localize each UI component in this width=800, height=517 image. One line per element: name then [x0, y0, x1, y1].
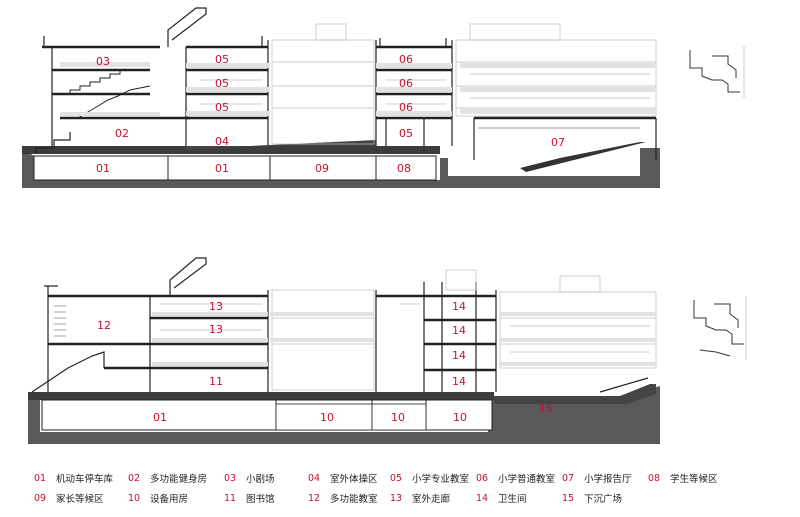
room-label-14: 14: [452, 375, 466, 388]
legend-number: 12: [308, 492, 321, 504]
legend-item-03: 03 小剧场: [224, 470, 275, 486]
lower-sunken-plaza: [494, 384, 656, 404]
room-label-01: 01: [215, 162, 229, 175]
legend-item-11: 11 图书馆: [224, 490, 275, 506]
legend-item-10: 10 设备用房: [128, 490, 188, 506]
legend-number: 01: [34, 472, 47, 484]
legend-text: 家长等候区: [56, 494, 104, 505]
room-label-05: 05: [215, 77, 229, 90]
legend-number: 07: [562, 472, 575, 484]
legend-number: 03: [224, 472, 237, 484]
legend-item-13: 13 室外走廊: [390, 490, 450, 506]
room-label-12: 12: [97, 319, 111, 332]
legend-number: 14: [476, 492, 489, 504]
upper-section-labels: 03 05 06 05 06 05 06 02 04 05 07 01 01 09 08: [96, 53, 565, 175]
legend-item-01: 01 机动车停车库: [34, 470, 113, 486]
upper-stair: [60, 69, 150, 95]
legend-text: 机动车停车库: [56, 474, 114, 485]
legend-item-02: 02 多功能健身房: [128, 470, 207, 486]
legend-item-08: 08 学生等候区: [648, 470, 718, 486]
room-label-07: 07: [551, 136, 565, 149]
upper-auditorium-seating: [520, 142, 646, 172]
room-label-05: 05: [399, 127, 413, 140]
room-label-01: 01: [96, 162, 110, 175]
legend-item-14: 14 卫生间: [476, 490, 527, 506]
lower-side-elevation: [693, 300, 744, 357]
legend-number: 09: [34, 492, 47, 504]
legend-text: 小学专业教室: [412, 474, 470, 485]
legend-item-06: 06 小学普通教室: [476, 470, 555, 486]
legend-text: 学生等候区: [670, 474, 718, 485]
upper-ground-mass: [22, 148, 660, 188]
room-label-03: 03: [96, 55, 110, 68]
legend-item-05: 05 小学专业教室: [390, 470, 469, 486]
legend-text: 室外体操区: [330, 474, 378, 485]
room-label-04: 04: [215, 135, 229, 148]
room-label-10: 10: [453, 411, 467, 424]
upper-section: [22, 7, 745, 188]
room-label-05: 05: [215, 53, 229, 66]
legend-item-15: 15 下沉广场: [562, 490, 622, 506]
legend-number: 08: [648, 472, 661, 484]
room-label-05: 05: [215, 101, 229, 114]
legend-number: 02: [128, 472, 141, 484]
room-label-13: 13: [209, 323, 223, 336]
room-label-02: 02: [115, 127, 129, 140]
lower-stair: [31, 351, 105, 393]
legend-item-09: 09 家长等候区: [34, 490, 104, 506]
room-label-06: 06: [399, 77, 413, 90]
room-label-15: 15: [539, 402, 553, 415]
legend-number: 10: [128, 492, 141, 504]
legend-number: 13: [390, 492, 403, 504]
room-label-10: 10: [391, 411, 405, 424]
legend-text: 图书馆: [246, 494, 275, 505]
legend-item-04: 04 室外体操区: [308, 470, 378, 486]
room-label-14: 14: [452, 324, 466, 337]
legend-text: 室外走廊: [412, 494, 451, 505]
legend-text: 卫生间: [498, 494, 527, 505]
room-label-14: 14: [452, 300, 466, 313]
room-label-11: 11: [209, 375, 223, 388]
legend: 01 机动车停车库 02 多功能健身房 03 小剧场 04 室外体操区 05 小学专业教室 06 小学…: [0, 466, 800, 514]
room-label-14: 14: [452, 349, 466, 362]
legend-number: 04: [308, 472, 321, 484]
legend-text: 设备用房: [150, 494, 189, 505]
legend-text: 下沉广场: [584, 494, 623, 505]
room-label-09: 09: [315, 162, 329, 175]
lower-section: [28, 257, 747, 444]
legend-item-12: 12 多功能教室: [308, 490, 378, 506]
legend-number: 15: [562, 492, 575, 504]
upper-side-elevation: [689, 50, 740, 93]
upper-basement-slab: [22, 146, 440, 154]
room-label-06: 06: [399, 53, 413, 66]
legend-number: 05: [390, 472, 403, 484]
room-label-13: 13: [209, 300, 223, 313]
room-label-06: 06: [399, 101, 413, 114]
legend-text: 多功能教室: [330, 494, 378, 505]
room-label-10: 10: [320, 411, 334, 424]
legend-number: 11: [224, 492, 237, 504]
legend-number: 06: [476, 472, 489, 484]
lower-section-labels: 13 14 12 13 14 14 11 14 15 01 10 10 10: [97, 300, 553, 424]
legend-item-07: 07 小学报告厅: [562, 470, 632, 486]
legend-text: 多功能健身房: [150, 474, 208, 485]
legend-text: 小学报告厅: [584, 474, 632, 485]
room-label-08: 08: [397, 162, 411, 175]
legend-text: 小剧场: [246, 474, 275, 485]
upper-basement-box: [33, 155, 437, 181]
legend-text: 小学普通教室: [498, 474, 556, 485]
room-label-01: 01: [153, 411, 167, 424]
